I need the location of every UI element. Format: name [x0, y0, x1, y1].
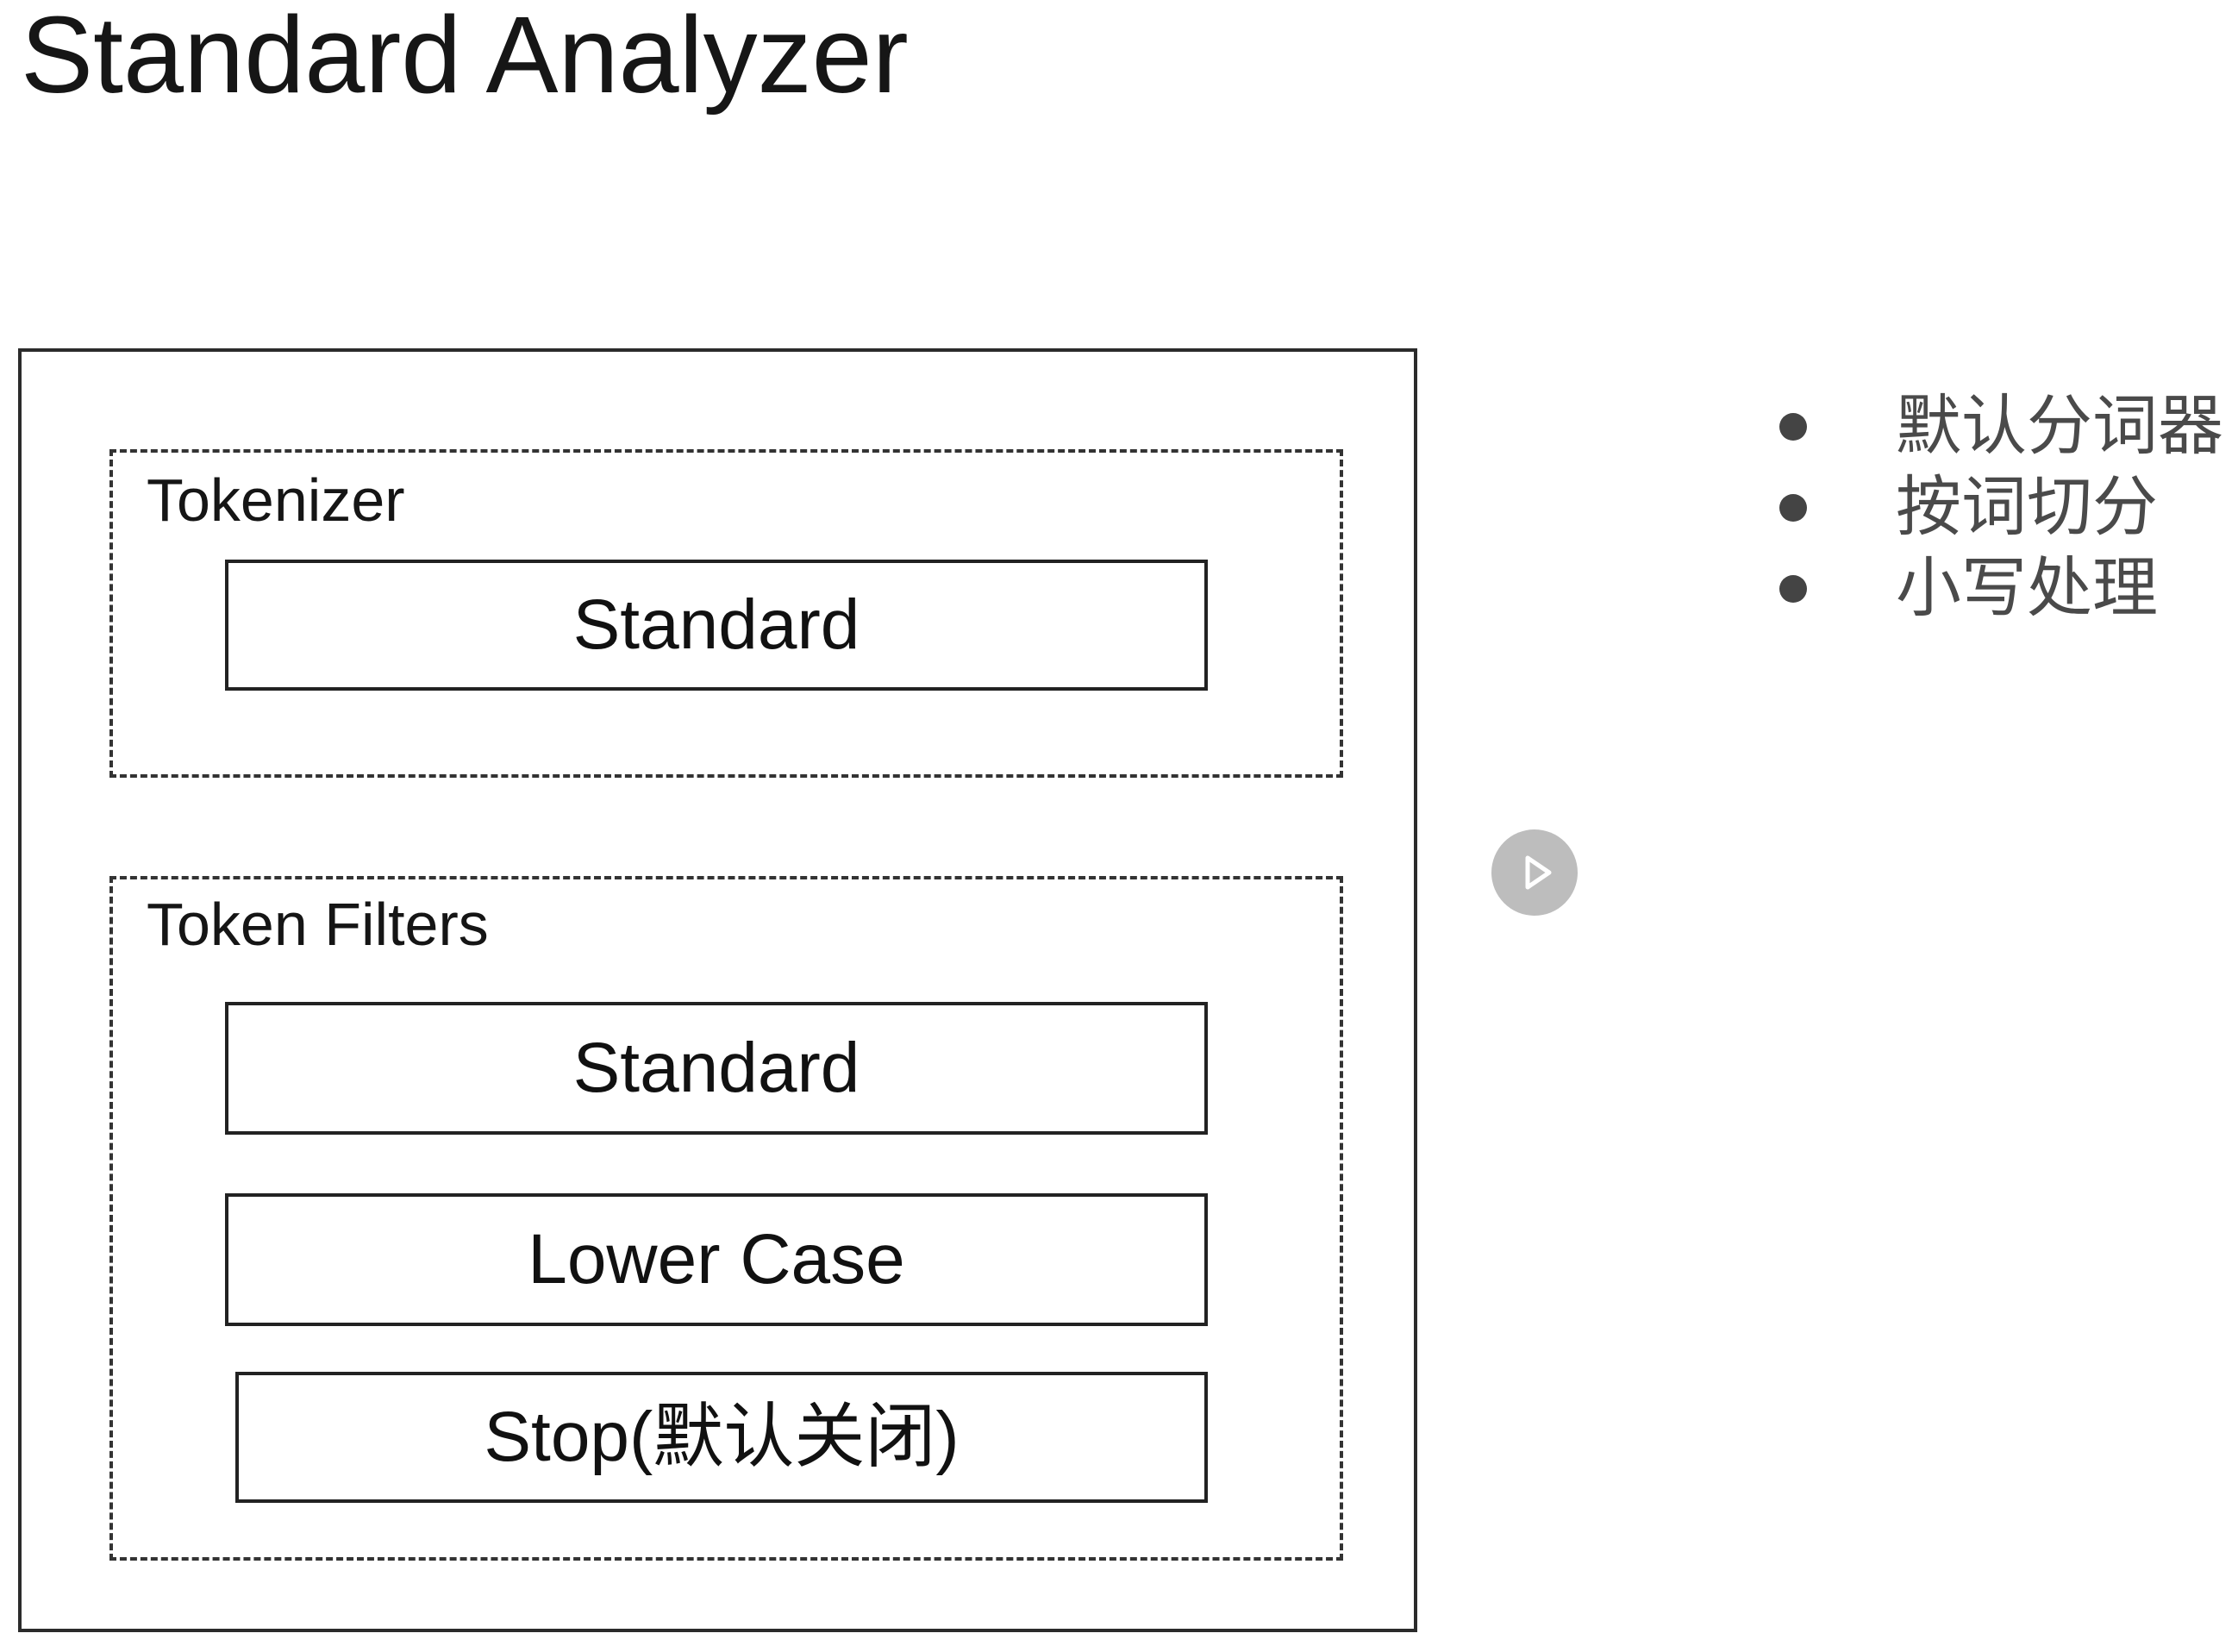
filter-lowercase-box: Lower Case	[225, 1193, 1208, 1326]
token-filters-group: Token Filters Standard Lower Case Stop(默…	[109, 876, 1343, 1561]
feature-text: 默认分词器	[1896, 390, 2223, 463]
tokenizer-label: Tokenizer	[147, 466, 405, 534]
tokenizer-standard-box: Standard	[225, 560, 1208, 691]
page-title: Standard Analyzer	[21, 0, 909, 116]
list-item: 小写处理	[1779, 548, 2223, 629]
feature-text: 小写处理	[1896, 552, 2158, 625]
bullet-dot	[1779, 575, 1807, 603]
tokenizer-group: Tokenizer Standard	[109, 449, 1343, 778]
filter-standard-box: Standard	[225, 1002, 1208, 1135]
filter-stop-box: Stop(默认关闭)	[235, 1372, 1208, 1503]
list-item: 按词切分	[1779, 467, 2223, 548]
list-item: 默认分词器	[1779, 386, 2223, 467]
bullet-dot	[1779, 413, 1807, 441]
token-filters-label: Token Filters	[147, 891, 489, 958]
play-icon	[1525, 855, 1552, 890]
play-button[interactable]	[1491, 829, 1578, 916]
analyzer-diagram: Tokenizer Standard Token Filters Standar…	[18, 348, 1417, 1632]
feature-text: 按词切分	[1896, 471, 2158, 544]
bullet-dot	[1779, 494, 1807, 522]
feature-list: 默认分词器 按词切分 小写处理	[1779, 386, 2223, 629]
